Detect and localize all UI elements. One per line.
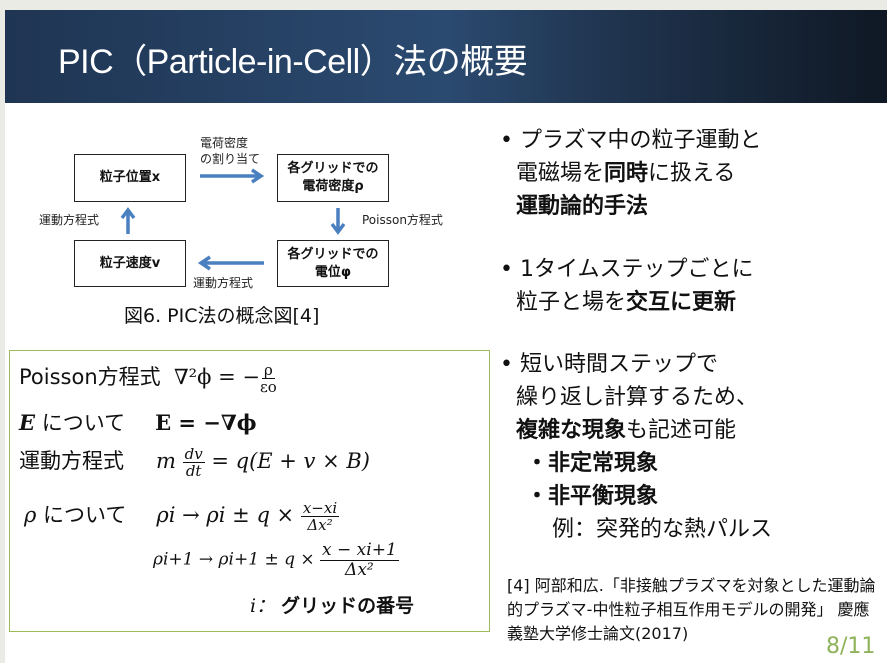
poisson-eq: ∇²ϕ = − <box>174 365 260 389</box>
label-motion-left: 運動方程式 <box>39 213 100 227</box>
reference: [4] 阿部和広.「非接触プラズマを対象とした運動論的プラズマ-中性粒子相互作用… <box>507 576 876 643</box>
bullet-3: 短い時間ステップで 繰り返し計算するため、 複雑な現象も記述可能 ・非定常現象 … <box>500 348 772 546</box>
bullet-line: 短い時間ステップで <box>500 348 772 381</box>
label-poisson: Poisson方程式 <box>362 213 443 227</box>
arrow-up-icon <box>120 207 136 234</box>
bullet-line: 複雑な現象も記述可能 <box>500 414 772 447</box>
index-symbol: i： <box>250 595 276 617</box>
rho-i-eq: ρi → ρi ± q × <box>156 503 295 527</box>
poisson-label: Poisson方程式 <box>19 365 161 389</box>
index-note: グリッドの番号 <box>281 595 415 617</box>
frac-num: x−xi <box>300 498 340 517</box>
label-line: 電荷密度 <box>200 136 249 150</box>
page-number: 8/11 <box>826 634 876 659</box>
title-bar <box>5 10 887 103</box>
box-text: 粒子速度v <box>99 255 161 271</box>
example-line: 例：突発的な熱パルス <box>552 517 773 542</box>
e-eq: E = −∇ϕ <box>155 410 257 435</box>
frac-num: ρ <box>261 360 275 379</box>
box-text: 各グリッドでの <box>287 161 379 177</box>
frac-den: dt <box>185 462 202 480</box>
bullet-1: プラズマ中の粒子運動と 電磁場を同時に扱える 運動論的手法 <box>500 124 762 223</box>
e-symbol: E <box>19 410 36 435</box>
box-text: 各グリッドでの <box>287 246 379 262</box>
motion-rhs: = q(E + v × B) <box>211 449 370 473</box>
sub-bullet: ・非定常現象 <box>526 451 659 476</box>
frac-den: Δx² <box>345 559 374 580</box>
frac-den: Δx² <box>307 516 333 534</box>
text: 電磁場を <box>516 161 605 186</box>
motion-label: 運動方程式 <box>19 449 124 473</box>
text: も記述可能 <box>626 418 737 443</box>
arrow-right-icon <box>200 168 265 184</box>
label-charge-assignment: 電荷密度の割り当て <box>200 136 260 167</box>
figure-caption: 図6. PIC法の概念図[4] <box>124 305 320 327</box>
box-text: 粒子位置x <box>99 170 161 186</box>
rho-label: について <box>43 503 127 527</box>
frac-num: x − xi+1 <box>320 540 399 561</box>
slide-title: PIC（Particle-in-Cell）法の概要 <box>58 43 528 81</box>
text: 同時 <box>604 161 649 186</box>
e-label: について <box>41 411 126 435</box>
box-charge-density: 各グリッドでの電荷密度ρ <box>277 154 389 202</box>
text: 交互に更新 <box>626 290 737 315</box>
text: 粒子と場を <box>516 290 627 315</box>
bullet-line: 繰り返し計算するため、 <box>516 385 759 410</box>
text: に扱える <box>648 161 736 186</box>
bullet-line: 1タイムステップごとに <box>500 253 754 286</box>
rho-i1-eq: ρi+1 → ρi+1 ± q × <box>153 549 315 570</box>
text: 複雑な現象 <box>516 418 627 443</box>
bullet-line: 運動論的手法 <box>516 194 649 219</box>
e-row: E について E = −∇ϕ <box>19 407 256 437</box>
label-motion-bottom: 運動方程式 <box>193 276 254 290</box>
box-particle-velocity: 粒子速度v <box>74 240 186 287</box>
motion-m: m <box>156 449 176 473</box>
bullet-2: 1タイムステップごとに 粒子と場を交互に更新 <box>500 253 754 319</box>
box-text: 電位φ <box>314 264 352 280</box>
bullet-line: 粒子と場を交互に更新 <box>500 286 754 319</box>
arrow-left-icon <box>197 255 264 271</box>
bullet-line: プラズマ中の粒子運動と <box>500 124 762 157</box>
rho-symbol: ρ <box>24 503 37 527</box>
sub-bullet: ・非平衡現象 <box>526 484 659 509</box>
box-text: 電荷密度ρ <box>302 179 364 194</box>
box-particle-position: 粒子位置x <box>74 154 186 202</box>
frac-num: dv <box>182 444 205 463</box>
arrow-down-icon <box>330 208 346 235</box>
frac-den: εo <box>259 378 277 396</box>
index-row: i： グリッドの番号 <box>250 591 414 618</box>
label-line: の割り当て <box>200 151 261 166</box>
box-potential: 各グリッドでの電位φ <box>277 240 389 287</box>
bullet-line: 電磁場を同時に扱える <box>500 157 762 190</box>
